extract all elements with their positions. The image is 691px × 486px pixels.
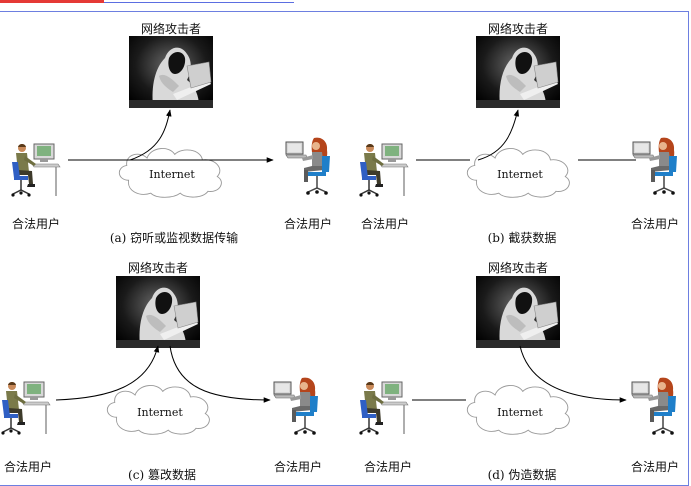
attacker-label: 网络攻击者 [140,22,202,36]
panel-caption: (c) 篡改数据 [128,468,196,482]
attacker-icon [116,276,200,348]
modification-arrow-in [55,345,160,401]
top-decoration-bar [0,0,691,6]
right-user-label: 合法用户 [283,217,333,231]
panel-c-modification [0,276,319,436]
network-label: Internet [149,168,195,181]
female-user-icon [273,376,319,436]
attacker-label: 网络攻击者 [127,261,189,275]
panel-d-fabrication [358,276,677,436]
panel-caption: (a) 窃听或监视数据传输 [109,231,239,245]
attacker-label: 网络攻击者 [487,22,549,36]
female-user-icon [285,136,331,196]
attacker-icon [476,276,560,348]
modification-arrow-out [169,345,271,403]
left-user-label: 合法用户 [11,217,61,231]
right-user-label: 合法用户 [273,460,323,474]
male-user-icon [0,381,51,436]
panel-a-eavesdrop [10,36,331,198]
female-user-icon [632,136,678,196]
panel-b-interception [358,36,678,198]
attacker-icon [129,36,213,108]
left-user-label: 合法用户 [363,460,413,474]
top-accent-blue [104,2,294,3]
right-user-label: 合法用户 [630,217,680,231]
panel-caption: (b) 截获数据 [487,231,557,245]
network-label: Internet [137,406,183,419]
male-user-icon [358,143,409,198]
male-user-icon [358,381,409,436]
right-user-label: 合法用户 [630,460,680,474]
male-user-icon [10,143,61,198]
left-user-label: 合法用户 [3,460,53,474]
top-accent-red [0,0,104,3]
female-user-icon [631,376,677,436]
interception-arrow [477,109,520,161]
attacker-icon [476,36,560,108]
fabrication-arrow [519,345,627,403]
left-user-label: 合法用户 [360,217,410,231]
network-label: Internet [497,406,543,419]
attacker-label: 网络攻击者 [487,261,549,275]
network-label: Internet [497,168,543,181]
panel-caption: (d) 伪造数据 [487,468,557,482]
eavesdrop-arrow [129,109,172,161]
